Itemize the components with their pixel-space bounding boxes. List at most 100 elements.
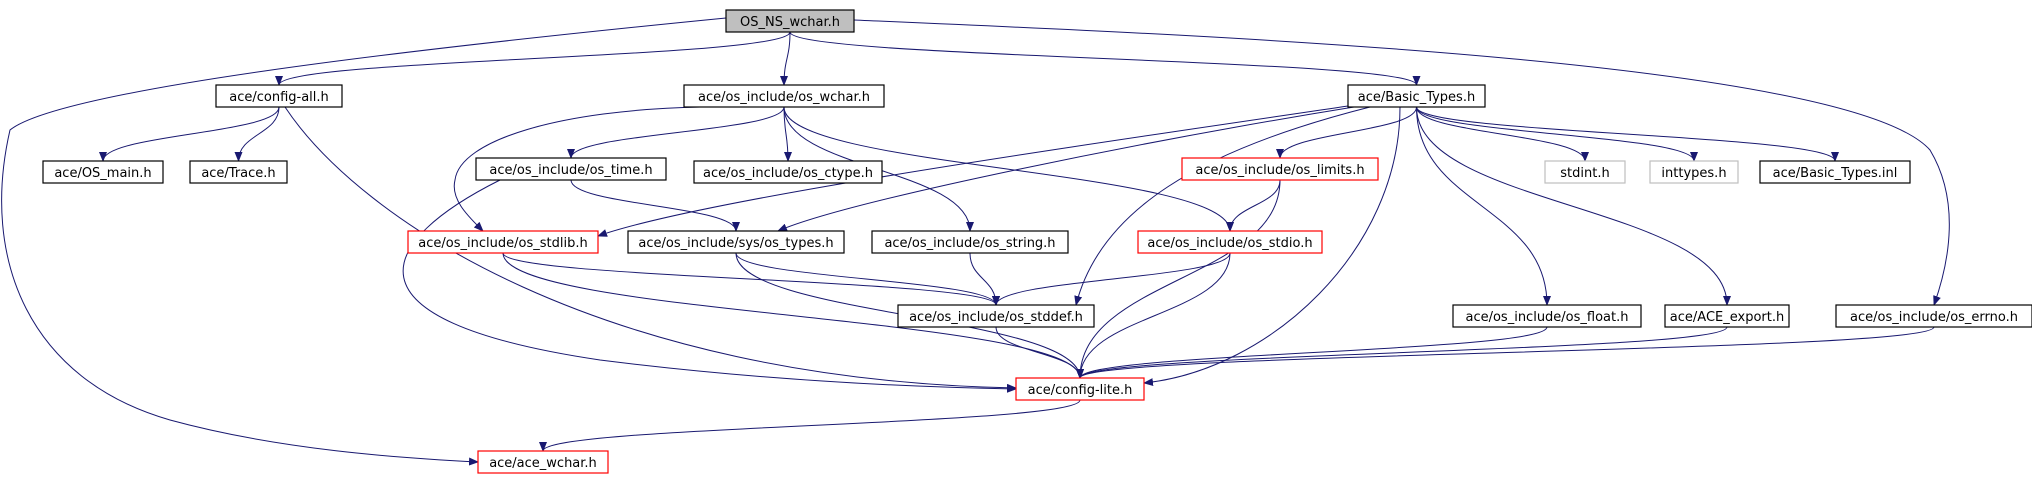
edge-os_time-to-config_lite <box>402 179 1017 393</box>
node-os-stddef[interactable]: ace/os_include/os_stddef.h <box>897 304 1095 328</box>
edge-basic_types-to-inttypes <box>1416 106 1698 162</box>
node-sys-os-types[interactable]: ace/os_include/sys/os_types.h <box>627 230 845 254</box>
node-label: inttypes.h <box>1661 166 1726 181</box>
node-label: ace/os_include/os_errno.h <box>1850 310 2018 325</box>
node-os-stdlib[interactable]: ace/os_include/os_stdlib.h <box>407 230 599 254</box>
edge-sys_os_types-to-os_stddef <box>735 252 1000 306</box>
edge-ace_export-to-config_lite <box>1076 326 1728 379</box>
edge-os_errno-to-config_lite <box>1076 326 1935 379</box>
edge-basic_types-to-ace_export <box>1416 106 1731 306</box>
edge-os_time-to-sys_os_types <box>570 179 740 232</box>
node-box <box>189 160 288 184</box>
node-os-ctype[interactable]: ace/os_include/os_ctype.h <box>693 160 883 184</box>
edge-basic_types-to-os_stdlib <box>597 105 1349 237</box>
edge-config_all-to-config_lite <box>284 106 1017 392</box>
node-basic-types[interactable]: ace/Basic_Types.h <box>1347 84 1486 108</box>
node-label: ace/os_include/os_time.h <box>489 163 652 178</box>
node-os-limits[interactable]: ace/os_include/os_limits.h <box>1181 157 1379 181</box>
node-label: ace/ace_wchar.h <box>489 456 597 471</box>
node-os-stdio[interactable]: ace/os_include/os_stdio.h <box>1137 230 1323 254</box>
node-box <box>477 450 609 474</box>
node-box <box>1137 230 1323 254</box>
node-os-wchar[interactable]: ace/os_include/os_wchar.h <box>683 84 885 108</box>
node-box <box>1452 304 1642 328</box>
edge-os_wchar-to-os_stdio <box>783 106 1234 232</box>
edge-root-to-os_errno <box>853 19 1950 306</box>
node-label: stdint.h <box>1560 166 1609 181</box>
node-box <box>693 160 883 184</box>
node-ace-export[interactable]: ace/ACE_export.h <box>1664 304 1790 328</box>
node-box <box>475 157 667 181</box>
edges-layer <box>1 17 1950 466</box>
node-box <box>1347 84 1486 108</box>
node-box <box>42 160 164 184</box>
node-ace-wchar[interactable]: ace/ace_wchar.h <box>477 450 609 474</box>
edge-basic_types-to-sys_os_types <box>777 106 1355 232</box>
edge-basic_types-to-os_stddef <box>1074 106 1371 306</box>
edge-basic_types-to-basic_types_inl <box>1416 106 1839 162</box>
node-box <box>627 230 845 254</box>
edge-root-to-ace_wchar <box>1 17 727 466</box>
node-basic-types-inl[interactable]: ace/Basic_Types.inl <box>1759 160 1911 184</box>
node-box <box>1181 157 1379 181</box>
node-stdint[interactable]: stdint.h <box>1544 160 1626 184</box>
node-box <box>683 84 885 108</box>
node-label: ace/config-all.h <box>229 90 329 105</box>
edge-os_wchar-to-os_ctype <box>783 106 792 162</box>
node-label: ace/os_include/os_ctype.h <box>703 166 873 181</box>
node-box <box>1544 160 1626 184</box>
node-os-errno[interactable]: ace/os_include/os_errno.h <box>1835 304 2032 328</box>
edge-config_all-to-os_main <box>99 106 280 162</box>
nodes-layer: OS_NS_wchar.h ace/config-all.h ace/os_incl… <box>42 9 2032 474</box>
node-box <box>1015 377 1145 401</box>
node-label: ace/ACE_export.h <box>1670 310 1784 325</box>
edge-basic_types-to-config_lite <box>1143 106 1401 387</box>
node-box <box>1649 160 1739 184</box>
node-label: ace/os_include/os_string.h <box>884 236 1055 251</box>
edge-os_limits-to-os_stdio <box>1226 179 1281 232</box>
node-inttypes[interactable]: inttypes.h <box>1649 160 1739 184</box>
node-label: ace/OS_main.h <box>54 166 151 181</box>
node-box <box>897 304 1095 328</box>
node-label: ace/os_include/os_wchar.h <box>698 90 870 105</box>
node-config-lite[interactable]: ace/config-lite.h <box>1015 377 1145 401</box>
edge-config_all-to-trace <box>234 106 280 162</box>
node-box <box>1835 304 2032 328</box>
node-box <box>215 84 343 108</box>
node-box <box>1664 304 1790 328</box>
edge-basic_types-to-os_limits <box>1276 106 1417 159</box>
node-config-all[interactable]: ace/config-all.h <box>215 84 343 108</box>
edge-basic_types-to-os_float <box>1416 106 1551 306</box>
node-os-float[interactable]: ace/os_include/os_float.h <box>1452 304 1642 328</box>
edge-os_limits-to-config_lite <box>1076 179 1281 379</box>
edge-os_wchar-to-os_time <box>567 106 785 159</box>
edge-root-to-config_all <box>275 31 791 86</box>
node-label: ace/os_include/os_float.h <box>1465 310 1628 325</box>
node-os-string[interactable]: ace/os_include/os_string.h <box>871 230 1069 254</box>
node-label: ace/config-lite.h <box>1028 383 1133 398</box>
node-box <box>725 9 855 33</box>
node-os-time[interactable]: ace/os_include/os_time.h <box>475 157 667 181</box>
edge-os_wchar-to-os_stdlib <box>453 106 701 232</box>
edge-os_stddef-to-config_lite <box>995 326 1084 379</box>
node-box <box>1759 160 1911 184</box>
node-label: ace/os_include/os_limits.h <box>1195 163 1364 178</box>
node-label: ace/os_include/os_stdio.h <box>1147 236 1312 251</box>
node-label: ace/os_include/os_stdlib.h <box>418 236 587 251</box>
node-label: ace/Basic_Types.h <box>1358 90 1475 105</box>
node-box <box>407 230 599 254</box>
edge-os_stdio-to-config_lite <box>1076 252 1231 379</box>
edge-os_float-to-config_lite <box>1076 326 1548 379</box>
node-label: ace/Trace.h <box>201 166 275 181</box>
edge-basic_types-to-stdint <box>1416 106 1589 162</box>
node-os-main[interactable]: ace/OS_main.h <box>42 160 164 184</box>
edge-os_string-to-os_stddef <box>969 252 1000 306</box>
edge-config_lite-to-ace_wchar <box>539 399 1081 452</box>
edge-root-to-basic_types <box>789 31 1421 86</box>
edge-os_stdlib-to-os_stddef <box>502 252 1000 306</box>
node-root[interactable]: OS_NS_wchar.h <box>725 9 855 33</box>
node-label: ace/os_include/sys/os_types.h <box>638 236 833 251</box>
node-box <box>871 230 1069 254</box>
edge-os_stdio-to-os_stddef <box>992 252 1231 306</box>
node-trace[interactable]: ace/Trace.h <box>189 160 288 184</box>
